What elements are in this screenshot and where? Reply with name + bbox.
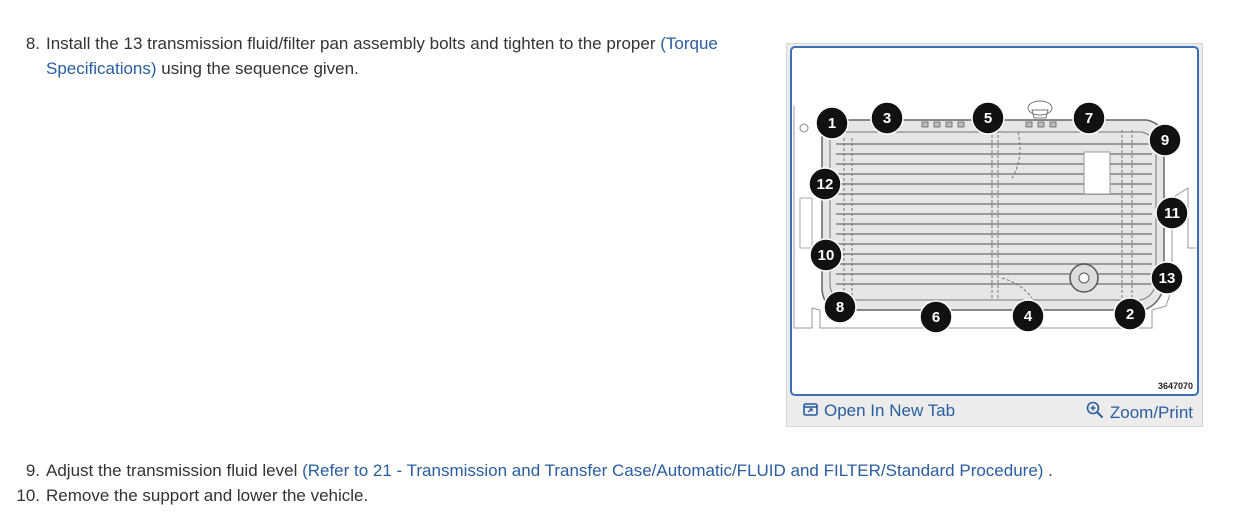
bolt-callout-12: 12 bbox=[808, 167, 842, 201]
svg-text:2: 2 bbox=[1126, 306, 1134, 323]
bolt-callout-10: 10 bbox=[809, 238, 843, 272]
bolt-callout-7: 7 bbox=[1072, 101, 1106, 135]
step-text-before: Install the 13 transmission fluid/filter… bbox=[46, 34, 661, 53]
pan-diagram bbox=[793, 100, 1196, 329]
step-text: Remove the support and lower the vehicle… bbox=[46, 483, 368, 508]
figure-id-label: 3647070 bbox=[1157, 381, 1193, 391]
step-9: 9. Adjust the transmission fluid level (… bbox=[0, 458, 1237, 483]
svg-text:6: 6 bbox=[932, 309, 940, 326]
step-text-after: . bbox=[1043, 461, 1053, 480]
step-number: 9. bbox=[25, 461, 40, 480]
bolt-callout-5: 5 bbox=[971, 101, 1005, 135]
open-in-new-tab-label: Open In New Tab bbox=[824, 401, 956, 420]
svg-text:13: 13 bbox=[1159, 270, 1176, 287]
bolt-callout-13: 13 bbox=[1150, 261, 1184, 295]
open-new-tab-icon bbox=[803, 401, 818, 421]
svg-text:12: 12 bbox=[817, 176, 834, 193]
bolt-callout-8: 8 bbox=[823, 290, 857, 324]
bolt-callout-6: 6 bbox=[919, 300, 953, 334]
svg-text:7: 7 bbox=[1085, 110, 1093, 127]
step-text-before: Remove the support and lower the vehicle… bbox=[46, 486, 369, 505]
bolt-callout-2: 2 bbox=[1113, 297, 1147, 331]
bolt-callout-3: 3 bbox=[870, 101, 904, 135]
bolt-callout-4: 4 bbox=[1011, 299, 1045, 333]
svg-text:10: 10 bbox=[818, 247, 835, 264]
svg-text:1: 1 bbox=[828, 115, 836, 132]
step-8: 8. Install the 13 transmission fluid/fil… bbox=[0, 31, 780, 83]
bolt-callout-11: 11 bbox=[1155, 196, 1189, 230]
open-in-new-tab-button[interactable]: Open In New Tab bbox=[803, 401, 955, 421]
step-number: 10. bbox=[16, 486, 40, 505]
step-number: 8. bbox=[25, 34, 40, 53]
svg-text:5: 5 bbox=[984, 110, 992, 127]
step-text: Install the 13 transmission fluid/filter… bbox=[46, 31, 770, 81]
svg-text:4: 4 bbox=[1024, 308, 1033, 325]
figure-toolbar: Open In New Tab Zoom/Print bbox=[787, 396, 1202, 426]
svg-text:11: 11 bbox=[1164, 205, 1180, 222]
step-text-before: Adjust the transmission fluid level bbox=[46, 461, 303, 480]
torque-specifications-link[interactable]: (Torque Specifications) bbox=[46, 34, 718, 78]
zoom-print-label: Zoom/Print bbox=[1109, 402, 1193, 422]
svg-text:8: 8 bbox=[836, 299, 844, 316]
svg-text:3: 3 bbox=[883, 110, 891, 127]
zoom-in-icon bbox=[1086, 401, 1104, 424]
fluid-and-filter-procedure-link[interactable]: (Refer to 21 - Transmission and Transfer… bbox=[302, 461, 1044, 480]
step-10: 10. Remove the support and lower the veh… bbox=[0, 483, 1237, 508]
bolt-callout-1: 1 bbox=[815, 106, 849, 140]
bolt-callout-9: 9 bbox=[1148, 123, 1182, 157]
step-text: Adjust the transmission fluid level (Ref… bbox=[46, 458, 1226, 483]
step-text-after: using the sequence given. bbox=[156, 59, 359, 78]
svg-text:9: 9 bbox=[1161, 132, 1169, 149]
zoom-print-button[interactable]: Zoom/Print bbox=[1086, 401, 1193, 424]
